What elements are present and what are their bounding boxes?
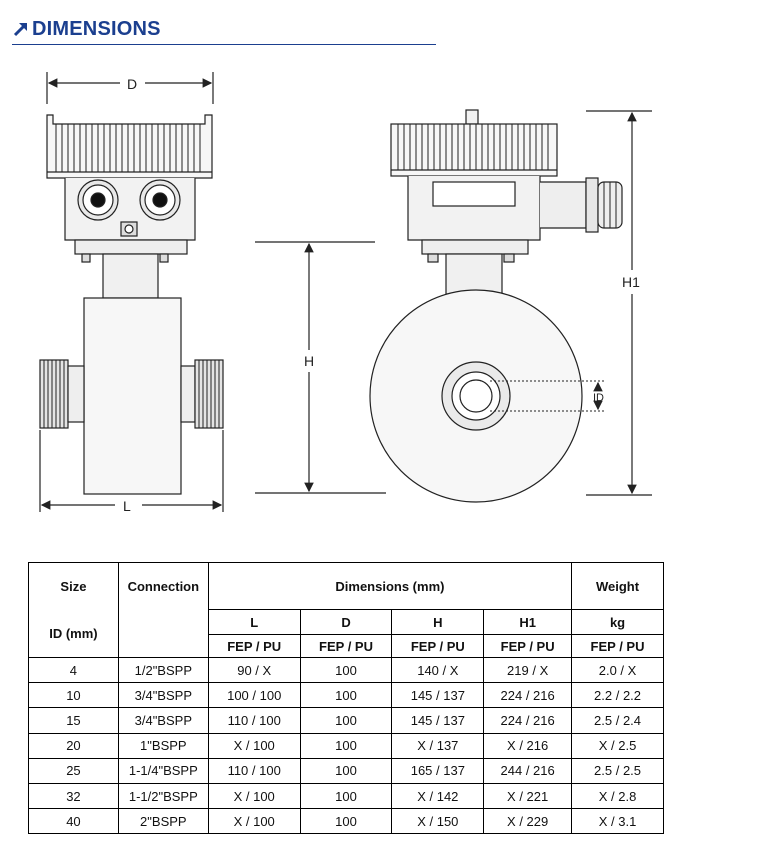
cell-connection: 1"BSPP [117, 732, 209, 759]
table-row: 10 3/4"BSPP 100 / 100 100 145 / 137 224 … [28, 682, 664, 709]
cell-id: 20 [28, 732, 119, 759]
header-material-kg: FEP / PU [571, 634, 664, 658]
cell-connection: 2"BSPP [117, 808, 209, 835]
header-l: L [207, 609, 301, 635]
cell-h1: 244 / 216 [483, 757, 573, 784]
cell-h1: X / 221 [483, 782, 573, 810]
table-row: 25 1-1/4"BSPP 110 / 100 100 165 / 137 24… [28, 757, 664, 784]
cell-kg: X / 3.1 [571, 808, 664, 835]
cell-l: 110 / 100 [207, 707, 301, 734]
header-weight: Weight [571, 562, 664, 610]
cell-h: 140 / X [391, 656, 485, 684]
section-header: DIMENSIONS [12, 18, 436, 45]
cell-id: 4 [28, 656, 119, 684]
page-title: DIMENSIONS [32, 18, 161, 40]
table-row: 20 1"BSPP X / 100 100 X / 137 X / 216 X … [28, 732, 664, 759]
cell-l: 110 / 100 [207, 757, 301, 784]
table-row: 15 3/4"BSPP 110 / 100 100 145 / 137 224 … [28, 707, 664, 734]
cell-h: 165 / 137 [391, 757, 485, 784]
header-dimensions: Dimensions (mm) [207, 562, 573, 610]
header-d: D [299, 609, 393, 635]
cell-d: 100 [299, 707, 393, 734]
header-material-d: FEP / PU [299, 634, 393, 658]
cell-l: 100 / 100 [207, 682, 301, 709]
dimensions-table: Size Connection Dimensions (mm) Weight I… [28, 562, 664, 835]
cell-h1: 224 / 216 [483, 682, 573, 709]
cell-h: X / 150 [391, 808, 485, 835]
header-connection: Connection [117, 562, 209, 610]
cell-d: 100 [299, 682, 393, 709]
cell-h: 145 / 137 [391, 682, 485, 709]
header-size: Size [28, 562, 119, 610]
cell-kg: 2.0 / X [571, 656, 664, 684]
front-view [39, 72, 224, 512]
cell-kg: 2.5 / 2.5 [571, 757, 664, 784]
dimension-label-h: H [304, 353, 314, 369]
dimension-label-l: L [123, 498, 131, 514]
table-row: 32 1-1/2"BSPP X / 100 100 X / 142 X / 22… [28, 782, 664, 810]
header-material-h: FEP / PU [391, 634, 485, 658]
header-h: H [391, 609, 485, 635]
cell-connection: 1-1/2"BSPP [117, 782, 209, 810]
arrow-up-right-icon [13, 22, 28, 37]
cell-l: 90 / X [207, 656, 301, 684]
header-connection-blank [117, 609, 209, 658]
cell-l: X / 100 [207, 782, 301, 810]
header-material-l: FEP / PU [207, 634, 301, 658]
cell-id: 15 [28, 707, 119, 734]
cell-id: 25 [28, 757, 119, 784]
dimension-label-id: ID [593, 392, 604, 404]
cell-h1: X / 216 [483, 732, 573, 759]
cell-h1: X / 229 [483, 808, 573, 835]
header-material-h1: FEP / PU [483, 634, 573, 658]
cell-connection: 1-1/4"BSPP [117, 757, 209, 784]
dimension-label-h1: H1 [622, 274, 640, 290]
cell-d: 100 [299, 808, 393, 835]
cell-id: 40 [28, 808, 119, 835]
cell-h: X / 137 [391, 732, 485, 759]
cell-d: 100 [299, 782, 393, 810]
cell-l: X / 100 [207, 808, 301, 835]
cell-h1: 219 / X [483, 656, 573, 684]
cell-kg: X / 2.8 [571, 782, 664, 810]
table-row: 40 2"BSPP X / 100 100 X / 150 X / 229 X … [28, 808, 664, 835]
cell-h: 145 / 137 [391, 707, 485, 734]
cell-l: X / 100 [207, 732, 301, 759]
cell-connection: 1/2"BSPP [117, 656, 209, 684]
dimension-label-d: D [127, 76, 137, 92]
cell-connection: 3/4"BSPP [117, 707, 209, 734]
cell-h: X / 142 [391, 782, 485, 810]
cell-kg: 2.2 / 2.2 [571, 682, 664, 709]
dimension-drawing: D L [39, 72, 652, 514]
cell-id: 10 [28, 682, 119, 709]
side-view [255, 109, 652, 503]
cell-d: 100 [299, 757, 393, 784]
header-h1: H1 [483, 609, 573, 635]
cell-d: 100 [299, 732, 393, 759]
cell-kg: X / 2.5 [571, 732, 664, 759]
cell-kg: 2.5 / 2.4 [571, 707, 664, 734]
cell-connection: 3/4"BSPP [117, 682, 209, 709]
cell-h1: 224 / 216 [483, 707, 573, 734]
cell-id: 32 [28, 782, 119, 810]
header-kg: kg [571, 609, 664, 635]
cell-d: 100 [299, 656, 393, 684]
header-id-mm: ID (mm) [28, 609, 119, 658]
table-row: 4 1/2"BSPP 90 / X 100 140 / X 219 / X 2.… [28, 656, 664, 684]
